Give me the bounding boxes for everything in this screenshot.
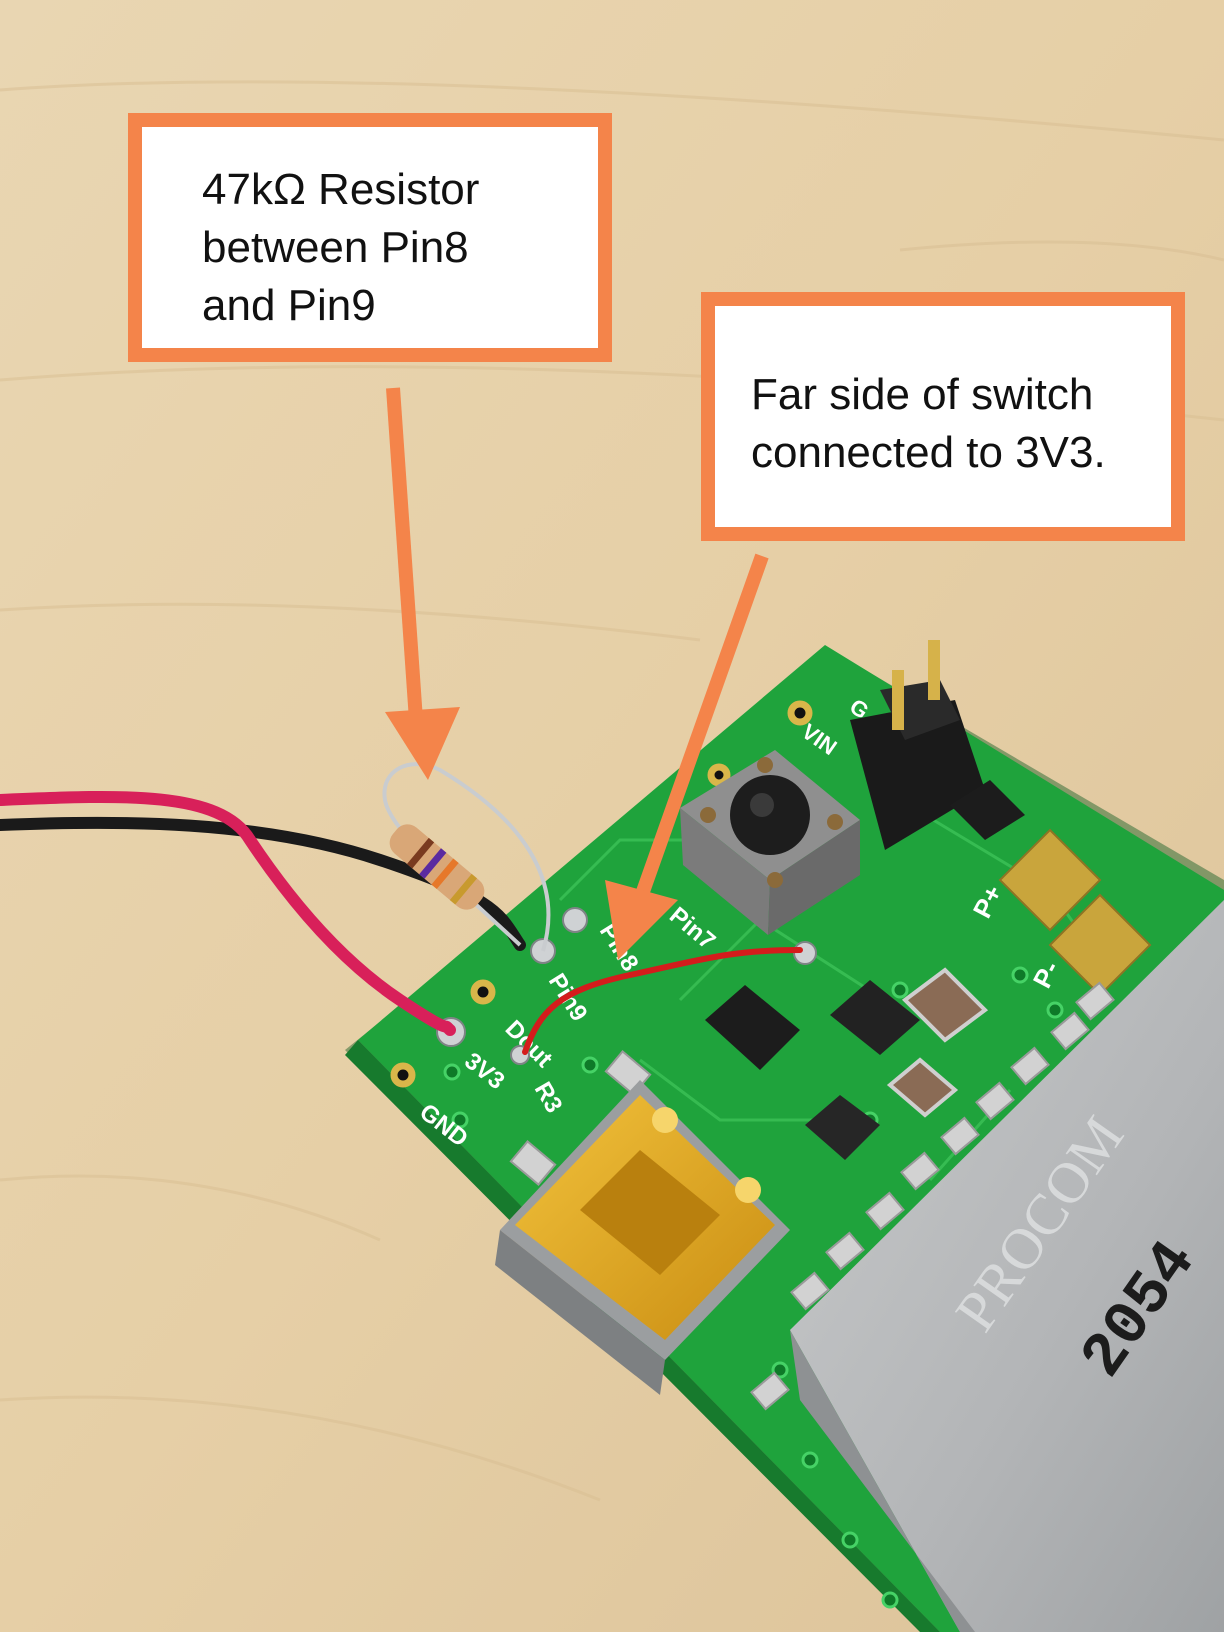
red-wire <box>0 790 456 1036</box>
capacitors <box>886 967 989 1118</box>
pcb-vias <box>443 966 1064 1609</box>
callout-switch-text: Far side of switch connected to 3V3. <box>751 370 1106 477</box>
callout-resistor: 47kΩ Resistor between Pin8 and Pin9 <box>128 113 612 362</box>
tactile-switch <box>680 750 860 935</box>
arrow-down-icon <box>385 707 460 780</box>
pcb-through-holes <box>390 700 813 1088</box>
battery-pads <box>998 828 1152 997</box>
arrow-down-icon <box>605 880 678 960</box>
black-wire <box>0 816 526 951</box>
usb-connector <box>495 1080 790 1395</box>
callout-switch: Far side of switch connected to 3V3. <box>701 292 1185 541</box>
wood-grain <box>0 80 1224 1502</box>
chips <box>705 780 1025 1160</box>
resistor <box>382 762 551 952</box>
pin-header <box>850 640 985 850</box>
wires <box>0 790 803 1055</box>
smd-pads <box>509 981 1115 1411</box>
jumper-red-wire <box>522 947 803 1055</box>
arrow-resistor <box>385 387 460 780</box>
callout-resistor-text: 47kΩ Resistor between Pin8 and Pin9 <box>202 165 480 330</box>
rf-module-shield: PROCOM 2054 <box>790 900 1224 1632</box>
pcb-board: GND 3V3 Dout R3 Pin9 Pin8 Pin7 P+ P- VIN… <box>345 640 1224 1632</box>
arrow-switch <box>605 553 769 960</box>
